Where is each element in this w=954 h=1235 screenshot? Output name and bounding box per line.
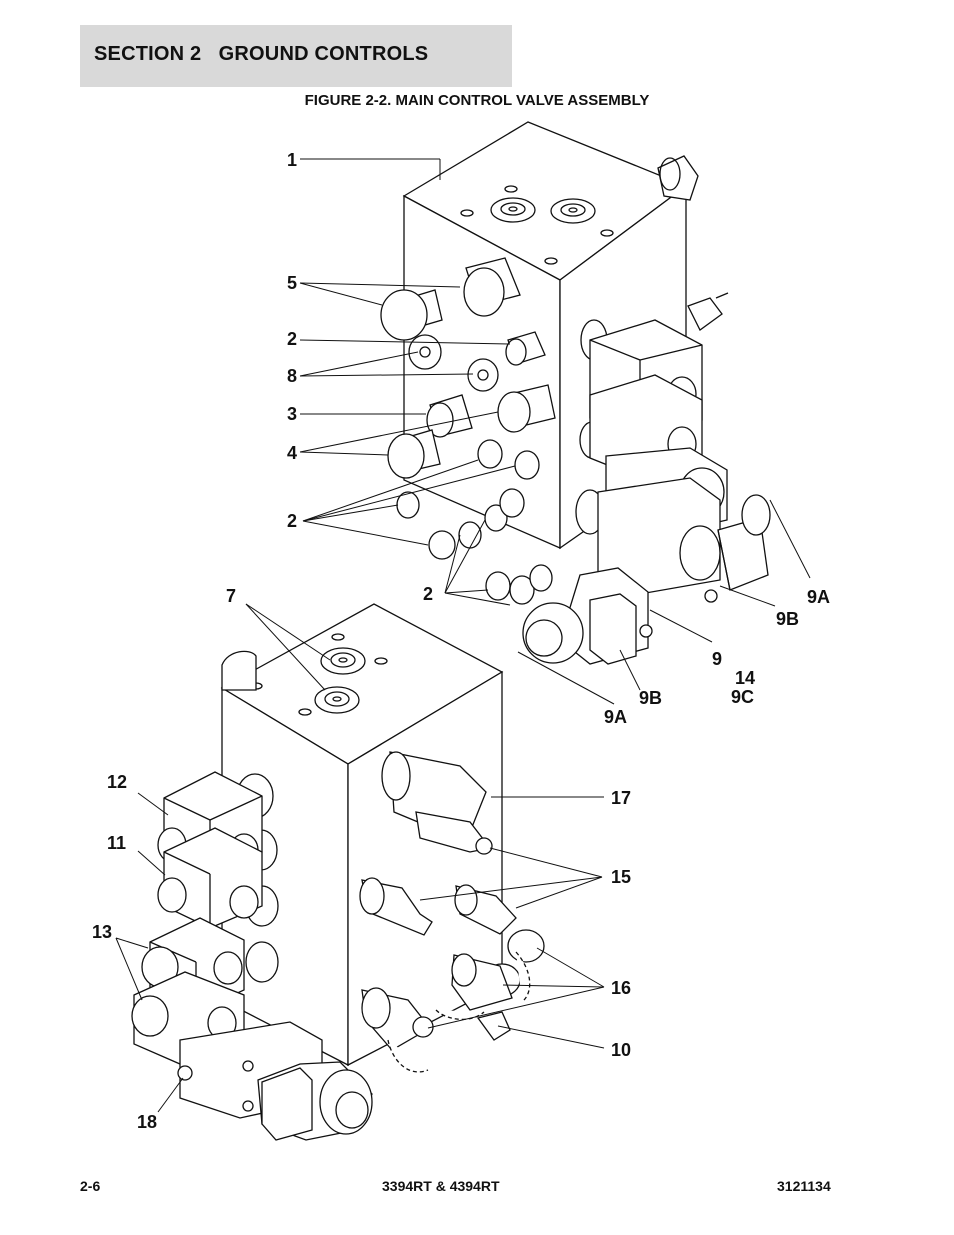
leader-lines: [115, 158, 811, 1113]
callout-9b: 9B: [639, 688, 663, 708]
callout-2: 2: [423, 584, 434, 604]
callout-9c: 9C: [731, 687, 755, 707]
callout-9b: 9B: [776, 609, 800, 629]
document-number: 3121134: [777, 1178, 831, 1194]
callout-9: 9: [712, 649, 723, 669]
callout-9a: 9A: [604, 707, 628, 727]
callout-11: 11: [107, 833, 127, 853]
callout-9a: 9A: [807, 587, 831, 607]
callout-14: 14: [735, 668, 756, 688]
callout-2: 2: [287, 511, 298, 531]
model-name: 3394RT & 4394RT: [382, 1178, 500, 1194]
callout-1: 1: [287, 150, 298, 170]
callout-4: 4: [287, 443, 298, 463]
callout-18: 18: [137, 1112, 158, 1132]
callout-10: 10: [611, 1040, 632, 1060]
callout-12: 12: [107, 772, 128, 792]
section-header-band: [80, 25, 512, 87]
callout-5: 5: [287, 273, 298, 293]
callout-2: 2: [287, 329, 298, 349]
callout-16: 16: [611, 978, 632, 998]
callout-15: 15: [611, 867, 632, 887]
callout-8: 8: [287, 366, 298, 386]
figure-caption: FIGURE 2-2. MAIN CONTROL VALVE ASSEMBLY: [304, 92, 650, 109]
callout-7: 7: [226, 586, 237, 606]
callout-17: 17: [611, 788, 632, 808]
callout-13: 13: [92, 922, 113, 942]
callout-3: 3: [287, 404, 298, 424]
section-title: SECTION 2 GROUND CONTROLS: [94, 43, 429, 65]
upper-valve-block: [380, 121, 771, 665]
lower-valve-block: [131, 603, 545, 1141]
page-number: 2-6: [80, 1178, 101, 1194]
